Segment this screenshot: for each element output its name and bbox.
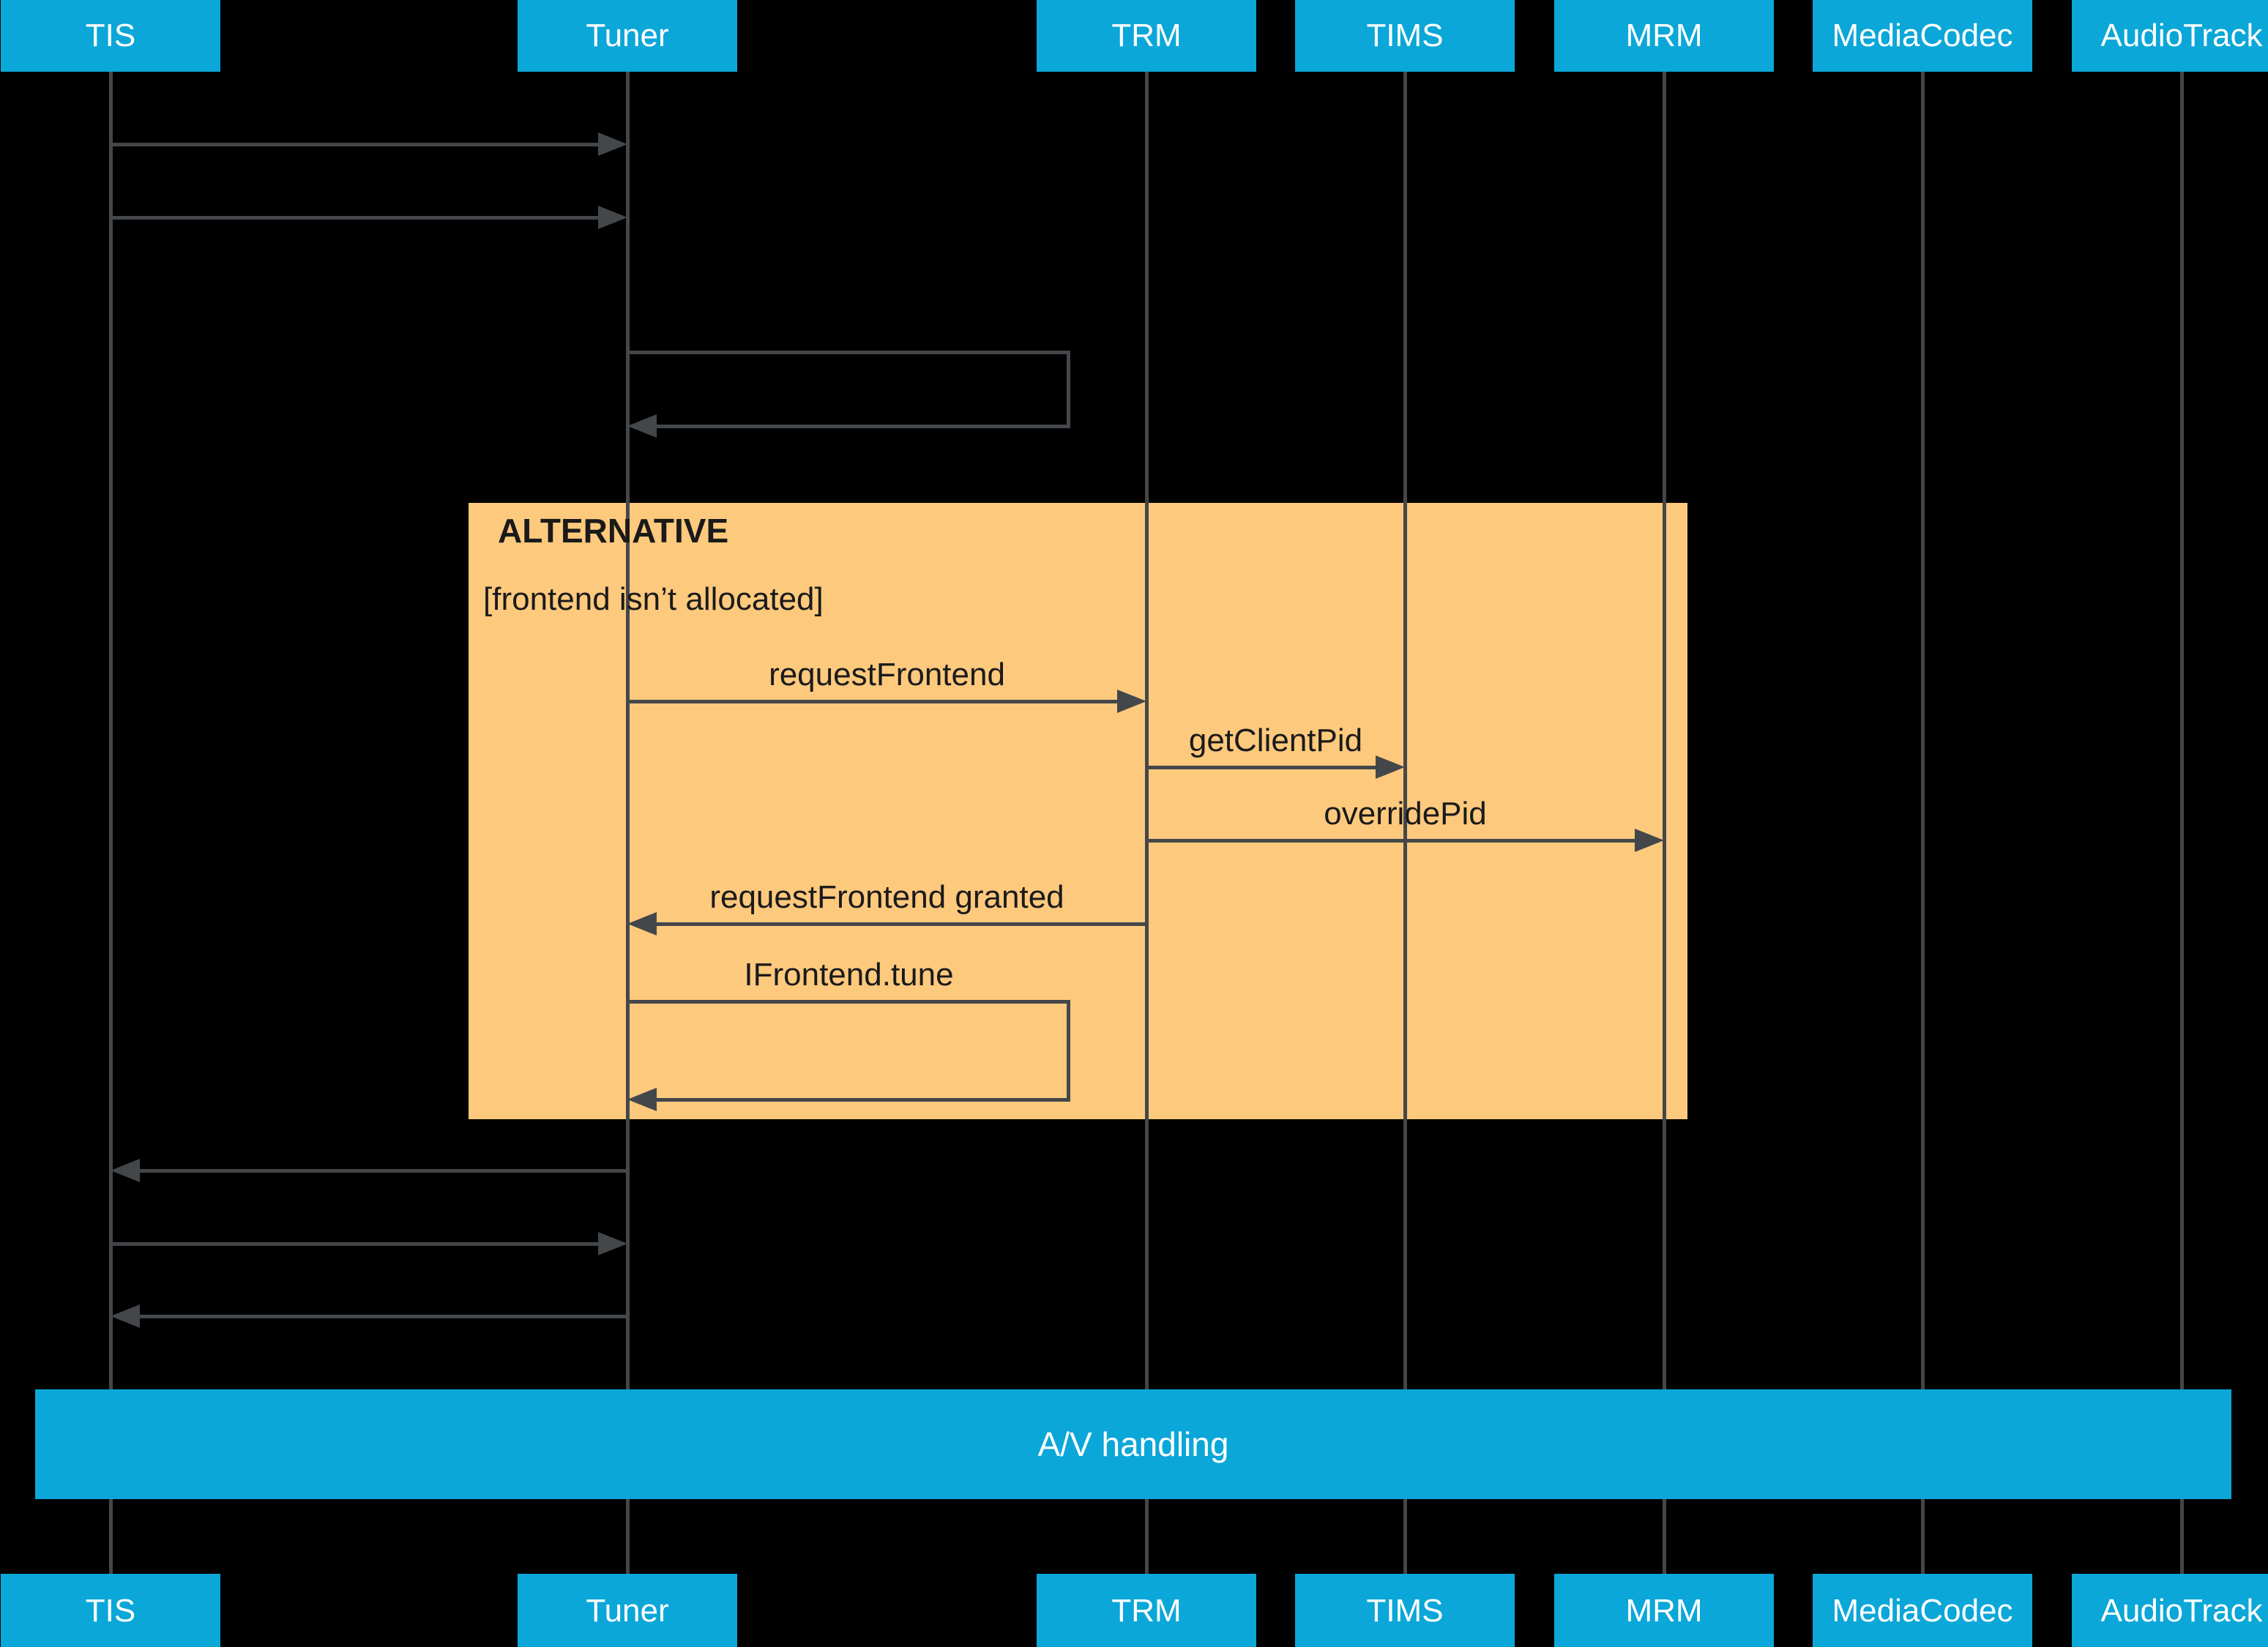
participant-footer-audiotrack: AudioTrack: [2072, 1574, 2268, 1647]
participant-label: TIS: [85, 18, 136, 53]
arrowhead-left-icon: [627, 1088, 657, 1111]
participant-label: AudioTrack: [2100, 1593, 2263, 1629]
participant-label: TRM: [1111, 1593, 1182, 1629]
arrowhead-right-icon: [1376, 755, 1405, 779]
message-label-request-frontend-granted: requestFrontend granted: [709, 879, 1064, 915]
message-arrow-get-client-pid: [1146, 766, 1376, 769]
participant-header-mrm: MRM: [1554, 0, 1774, 72]
self-message-tuner-side: [1067, 351, 1070, 428]
self-message-tune-bottom: [657, 1098, 1070, 1102]
alt-fragment-title: ALTERNATIVE: [498, 512, 729, 550]
participant-header-trm: TRM: [1037, 0, 1256, 72]
message-label-get-client-pid: getClientPid: [1188, 722, 1363, 758]
message-arrow-tuner-to-tis-1: [140, 1169, 627, 1173]
av-handling-label: A/V handling: [1037, 1425, 1229, 1463]
message-arrow-tis-to-tuner-2: [111, 216, 600, 220]
arrowhead-right-icon: [598, 132, 627, 156]
participant-footer-mrm: MRM: [1554, 1574, 1774, 1647]
lifeline-tuner: [626, 72, 630, 1575]
self-message-tune-top: [627, 1000, 1070, 1004]
alt-fragment-background: [469, 503, 1687, 1119]
participant-label: MediaCodec: [1832, 18, 2013, 53]
message-label-request-frontend: requestFrontend: [769, 657, 1005, 692]
arrowhead-left-icon: [111, 1304, 140, 1328]
participant-label: AudioTrack: [2100, 18, 2263, 53]
participant-label: TIMS: [1366, 18, 1444, 53]
arrowhead-left-icon: [627, 414, 657, 438]
participant-label: MRM: [1625, 1593, 1703, 1629]
participant-footer-mediacodec: MediaCodec: [1813, 1574, 2032, 1647]
arrowhead-right-icon: [1635, 829, 1664, 852]
participant-label: Tuner: [586, 18, 669, 53]
participant-label: TIMS: [1366, 1593, 1444, 1629]
message-label-ifrontend-tune: IFrontend.tune: [744, 957, 954, 993]
lifeline-mediacodec: [1921, 72, 1925, 1575]
participant-footer-tims: TIMS: [1295, 1574, 1515, 1647]
self-message-tune-side: [1067, 1000, 1070, 1102]
message-label-override-pid: overridePid: [1324, 796, 1487, 832]
lifeline-audiotrack: [2180, 72, 2184, 1575]
participant-label: MediaCodec: [1832, 1593, 2013, 1629]
participant-label: TIS: [85, 1593, 136, 1629]
message-arrow-tis-to-tuner-3: [111, 1242, 598, 1246]
arrowhead-right-icon: [598, 1232, 627, 1255]
arrowhead-left-icon: [627, 912, 657, 935]
lifeline-trm: [1145, 72, 1149, 1575]
participant-header-audiotrack: AudioTrack: [2072, 0, 2268, 72]
participant-header-mediacodec: MediaCodec: [1813, 0, 2032, 72]
lifeline-mrm: [1663, 72, 1666, 1575]
av-handling-bar: A/V handling: [35, 1389, 2231, 1499]
participant-label: Tuner: [586, 1593, 669, 1629]
participant-footer-trm: TRM: [1037, 1574, 1256, 1647]
message-arrow-request-frontend-granted: [657, 922, 1146, 926]
self-message-tuner-top: [627, 351, 1070, 354]
message-arrow-override-pid: [1146, 839, 1635, 843]
arrowhead-left-icon: [111, 1159, 140, 1182]
participant-footer-tis: TIS: [1, 1574, 220, 1647]
arrowhead-right-icon: [1117, 690, 1146, 713]
message-arrow-tuner-to-tis-2: [140, 1315, 627, 1318]
participant-label: TRM: [1111, 18, 1182, 53]
participant-header-tuner: Tuner: [518, 0, 737, 72]
alt-fragment-guard: [frontend isn’t allocated]: [483, 581, 824, 617]
message-arrow-request-frontend: [627, 700, 1117, 703]
lifeline-tis: [109, 72, 113, 1575]
message-arrow-tis-to-tuner-1: [111, 143, 600, 146]
self-message-tuner-bottom: [657, 425, 1070, 428]
participant-footer-tuner: Tuner: [518, 1574, 737, 1647]
arrowhead-right-icon: [598, 206, 627, 229]
participant-label: MRM: [1625, 18, 1703, 53]
participant-header-tims: TIMS: [1295, 0, 1515, 72]
participant-header-tis: TIS: [1, 0, 220, 72]
lifeline-tims: [1403, 72, 1407, 1575]
